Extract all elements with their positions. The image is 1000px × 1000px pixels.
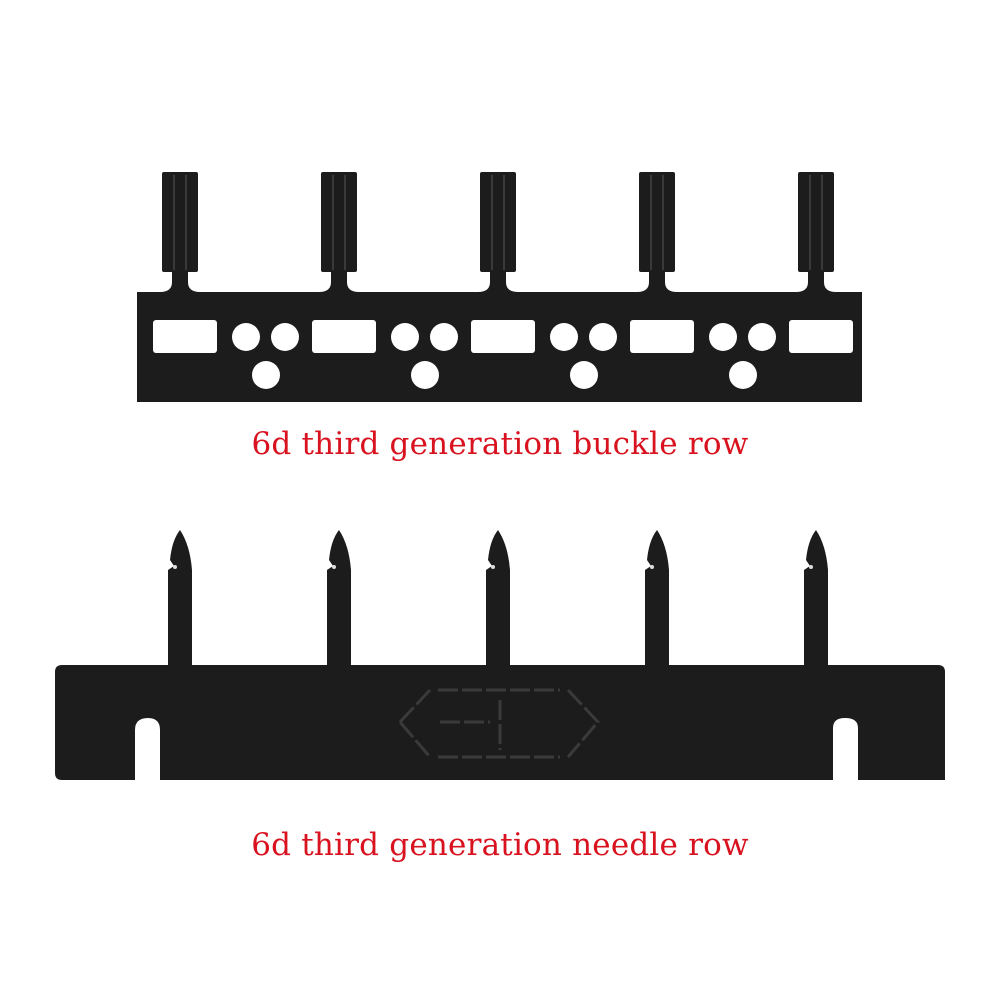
needle-pin [486, 530, 510, 665]
buckle-row-part [137, 172, 862, 402]
rect-hole [471, 320, 535, 353]
prong-neck [319, 272, 359, 292]
pin-notch [809, 565, 813, 569]
double-arrow-emboss [398, 688, 601, 759]
buckle-prong [162, 172, 198, 272]
needle-pin [645, 530, 669, 665]
pin-notch [650, 565, 654, 569]
prong-neck [796, 272, 836, 292]
needle-row-part [55, 530, 945, 780]
buckle-row-caption: 6d third generation buckle row [251, 426, 749, 462]
arrow-lines [398, 688, 601, 759]
pin-notch [173, 565, 177, 569]
rect-hole [789, 320, 853, 353]
round-hole [232, 323, 260, 351]
round-hole [411, 361, 439, 389]
buckle-prong [480, 172, 516, 272]
rect-hole [312, 320, 376, 353]
pin-notch [491, 565, 495, 569]
round-hole [570, 361, 598, 389]
round-hole [430, 323, 458, 351]
prong-neck [160, 272, 200, 292]
needle-row-caption: 6d third generation needle row [251, 827, 749, 863]
round-hole [748, 323, 776, 351]
rect-hole [153, 320, 217, 353]
pin-notch [332, 565, 336, 569]
rect-hole [630, 320, 694, 353]
buckle-prong [798, 172, 834, 272]
buckle-prong [639, 172, 675, 272]
round-hole [391, 323, 419, 351]
needle-pin [168, 530, 192, 665]
buckle-prong [321, 172, 357, 272]
needle-bar [55, 665, 945, 780]
needle-pin [327, 530, 351, 665]
round-hole [589, 323, 617, 351]
round-hole [709, 323, 737, 351]
round-hole [252, 361, 280, 389]
round-hole [729, 361, 757, 389]
needle-pin [804, 530, 828, 665]
prong-neck [478, 272, 518, 292]
round-hole [550, 323, 578, 351]
round-hole [271, 323, 299, 351]
prong-neck [637, 272, 677, 292]
